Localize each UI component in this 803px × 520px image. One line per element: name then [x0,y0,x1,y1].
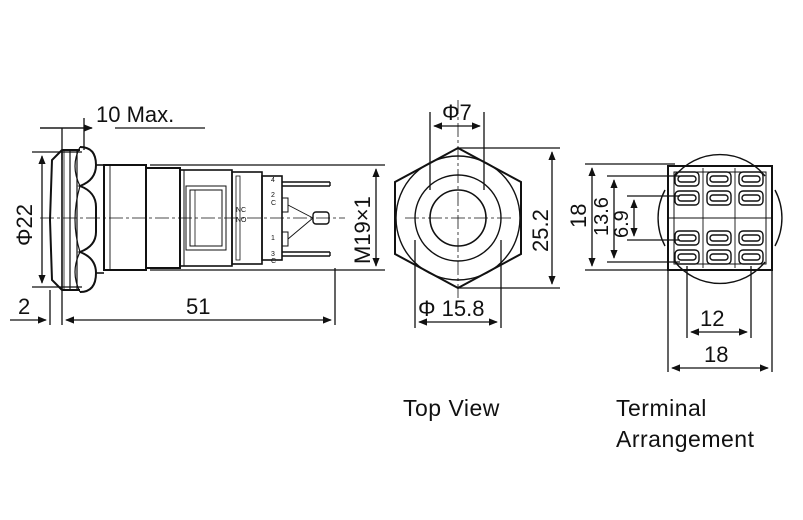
terminal-arrangement-view [585,153,783,372]
dim-outer-height: 18 [566,204,591,228]
top-view-caption: Top View [403,395,500,421]
terminal-label-no: NO [236,217,247,224]
terminal-label-nc: NC [236,207,246,214]
terminal-label-c-top: C [271,200,276,207]
dim-hex-flats: 25.2 [528,209,553,252]
dim-diameter: Φ22 [12,204,37,246]
top-view [394,100,560,328]
dim-width: 18 [704,342,728,367]
terminal-label-c-bottom: C [271,258,276,265]
terminal-labels: 4 2 C NC NO 1 3 C [236,177,276,265]
dim-ring-diameter: Φ 15.8 [418,296,484,321]
dim-total-length: 51 [186,294,210,319]
dim-left-offset: 2 [18,294,30,319]
terminal-label-4: 4 [271,177,275,184]
terminal-label-3: 3 [271,251,275,258]
dim-lens-diameter: Φ7 [442,100,472,125]
dim-inner-spacing: 6.9 [611,210,633,238]
terminal-arrangement-caption-line2: Arrangement [616,426,755,452]
terminal-label-1: 1 [271,235,275,242]
dim-col-spacing: 12 [700,306,724,331]
terminal-arrangement-caption-line1: Terminal [616,395,707,421]
dim-max-length: 10 Max. [96,102,174,127]
dim-row-spacing: 13.6 [591,197,613,236]
terminal-label-2: 2 [271,192,275,199]
side-view [10,118,385,325]
dim-thread: M19×1 [350,196,375,264]
